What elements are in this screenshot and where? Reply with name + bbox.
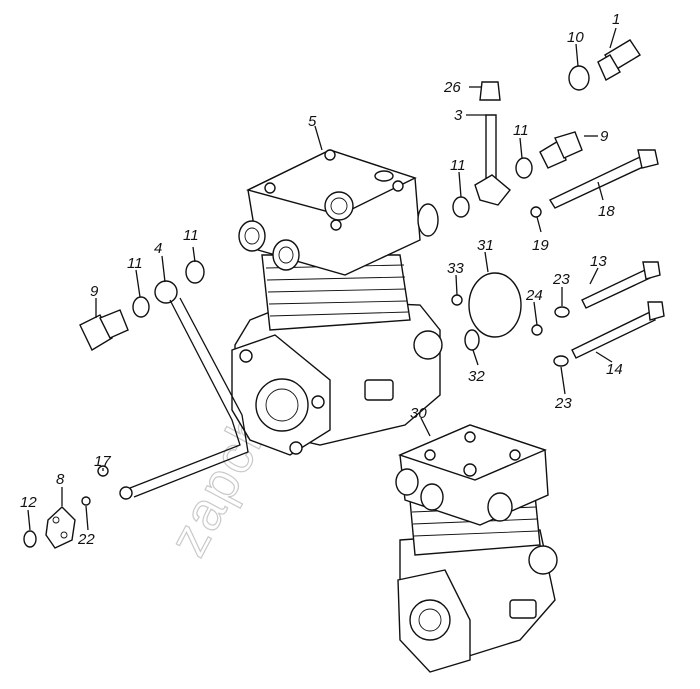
callout-26: 26 bbox=[443, 79, 461, 96]
callout-9-left: 9 bbox=[90, 283, 99, 300]
callout-8: 8 bbox=[56, 471, 65, 488]
seal-ring-12 bbox=[23, 530, 37, 548]
washer-24 bbox=[531, 324, 543, 336]
washer-22 bbox=[81, 496, 91, 506]
seal-ring-10 bbox=[568, 65, 590, 91]
callout-1: 1 bbox=[612, 11, 620, 28]
callout-3: 3 bbox=[454, 107, 463, 124]
tube-3 bbox=[485, 114, 497, 179]
callout-30: 30 bbox=[410, 405, 427, 422]
bolt-13 bbox=[581, 261, 661, 309]
callout-5: 5 bbox=[308, 113, 317, 130]
washer-23a bbox=[554, 306, 570, 318]
callout-18: 18 bbox=[598, 203, 615, 220]
seal-ring-11c bbox=[132, 296, 150, 318]
callout-23-bottom: 23 bbox=[554, 395, 572, 412]
callout-32: 32 bbox=[468, 368, 485, 385]
cover-plate-8 bbox=[45, 506, 76, 549]
callout-11-left-top: 11 bbox=[183, 227, 199, 244]
ring-33 bbox=[451, 294, 463, 306]
callout-11-mid: 11 bbox=[450, 157, 466, 174]
callout-24: 24 bbox=[525, 287, 543, 304]
fitting-1 bbox=[597, 39, 641, 81]
oil-pipe-4 bbox=[119, 260, 249, 500]
callout-19: 19 bbox=[532, 237, 549, 254]
seal-ring-11a bbox=[452, 196, 470, 218]
callout-14: 14 bbox=[606, 361, 623, 378]
callout-9-right: 9 bbox=[600, 128, 609, 145]
leader-lines bbox=[27, 27, 617, 531]
callout-4: 4 bbox=[154, 240, 162, 257]
banjo-bolt-9a bbox=[539, 131, 583, 169]
ring-32 bbox=[464, 329, 480, 351]
callout-10: 10 bbox=[567, 29, 584, 46]
alternate-compressor-assembly bbox=[395, 424, 558, 673]
banjo-fitting bbox=[474, 174, 511, 206]
callout-31: 31 bbox=[477, 237, 494, 254]
callout-23-top: 23 bbox=[552, 271, 570, 288]
callout-13: 13 bbox=[590, 253, 607, 270]
callout-12: 12 bbox=[20, 494, 37, 511]
washer-23b bbox=[553, 355, 569, 367]
gasket-31 bbox=[468, 272, 522, 338]
seal-ring-11b bbox=[515, 157, 533, 179]
callout-33: 33 bbox=[447, 260, 464, 277]
callout-numbers: 1 10 26 3 5 11 9 11 18 19 31 33 4 11 11 … bbox=[20, 11, 623, 548]
main-compressor-assembly bbox=[231, 149, 443, 456]
banjo-bolt-9b bbox=[79, 309, 129, 351]
callout-11-left: 11 bbox=[127, 255, 143, 272]
bolt-14 bbox=[571, 301, 665, 359]
cap-26 bbox=[479, 81, 501, 101]
callout-11-top: 11 bbox=[513, 122, 529, 139]
washer-19 bbox=[530, 206, 542, 218]
callout-17: 17 bbox=[94, 453, 111, 470]
callout-22: 22 bbox=[77, 531, 95, 548]
